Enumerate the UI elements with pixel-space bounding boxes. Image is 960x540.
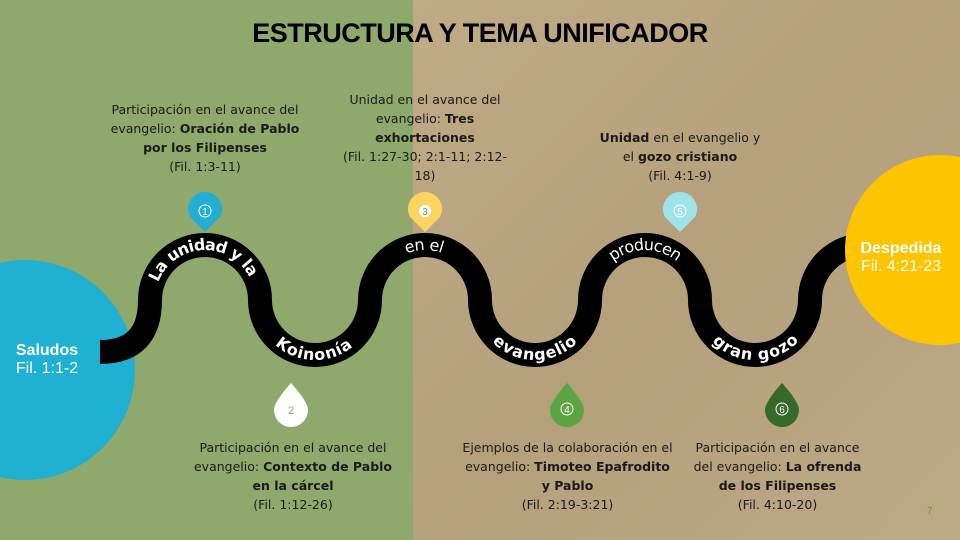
item-highlight: Oración de Pablo por los Filipenses: [143, 121, 300, 155]
timeline-path: [99, 233, 932, 367]
item-text: Participación en el avance del evangelio…: [693, 440, 860, 474]
start-circle: [0, 260, 135, 480]
svg-text:2: 2: [288, 405, 294, 417]
item-text: Participación en el avance del evangelio…: [110, 102, 299, 136]
marker-2: 2: [274, 383, 308, 427]
marker-3: 3: [408, 191, 442, 232]
item-highlight: Contexto de Pablo en la cárcel: [252, 459, 393, 493]
svg-text:6: 6: [779, 405, 785, 416]
marker-6: 6: [765, 383, 799, 427]
marker-1: 1: [187, 191, 223, 232]
item-text: Unidad en el avance del evangelio:: [349, 92, 501, 126]
item-6-description: Participación en el avance del evangelio…: [685, 438, 870, 514]
item-highlight: La ofrenda de los Filipenses: [718, 459, 862, 493]
svg-text:4: 4: [564, 405, 570, 416]
item-text: Participación en el avance del evangelio…: [193, 440, 387, 474]
item-ref: (Fil. 4:1-9): [648, 168, 712, 183]
item-highlight: gozo cristiano: [637, 149, 738, 164]
item-ref: (Fil. 4:10-20): [737, 497, 818, 512]
start-ref: Fil. 1:1-2: [15, 360, 79, 377]
item-text: en el evangelio y el: [622, 130, 761, 164]
slide-title: ESTRUCTURA Y TEMA UNIFICADOR: [252, 18, 708, 48]
end-ref: Fil. 4:21-23: [860, 258, 942, 275]
item-ref: (Fil. 1:3-11): [169, 159, 241, 174]
item-4-description: Ejemplos de la colaboración en el evange…: [460, 438, 675, 514]
item-2-description: Participación en el avance del evangelio…: [188, 438, 398, 514]
item-text: Ejemplos de la colaboración en el evange…: [462, 440, 673, 474]
item-highlight: Tres exhortaciones: [375, 111, 475, 145]
item-highlight: Unidad: [599, 130, 650, 145]
item-3-description: Unidad en el avance del evangelio: Tres …: [340, 90, 510, 185]
start-label: Saludos: [15, 342, 79, 359]
item-highlight: Timoteo Epafrodito y Pablo: [534, 459, 670, 493]
path-phrase: producen: [604, 234, 686, 264]
page-number: 7: [927, 506, 933, 517]
svg-text:1: 1: [202, 207, 208, 218]
start-label-group: Saludos Fil. 1:1-2: [2, 342, 92, 378]
end-label: Despedida: [860, 240, 942, 257]
item-5-description: Unidad en el evangelio y el gozo cristia…: [595, 128, 765, 185]
item-ref: (Fil. 1:12-26): [253, 497, 333, 512]
end-circle: [845, 155, 960, 345]
marker-4: 4: [550, 383, 584, 427]
item-1-description: Participación en el avance del evangelio…: [100, 100, 310, 176]
end-label-group: Despedida Fil. 4:21-23: [846, 240, 956, 276]
item-ref: (Fil. 1:27-30; 2:1-11; 2:12- 18): [342, 149, 508, 183]
svg-text:3: 3: [422, 207, 428, 218]
path-phrase: La unidad y la: [144, 234, 263, 284]
svg-text:5: 5: [677, 207, 683, 218]
item-ref: (Fil. 2:19-3:21): [521, 497, 614, 512]
marker-5: 5: [663, 191, 698, 232]
